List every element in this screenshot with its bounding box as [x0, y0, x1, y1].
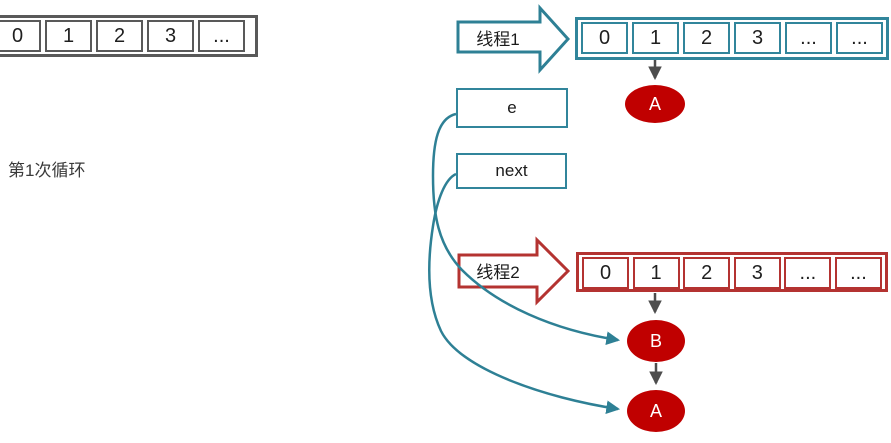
loop-caption: 第1次循环	[8, 161, 86, 180]
node-B-thread2: B	[627, 320, 685, 362]
array-cell: 0	[0, 20, 41, 52]
array-cell: 2	[683, 22, 730, 54]
array-cell: 3	[733, 257, 781, 289]
array-cell: 2	[96, 20, 143, 52]
thread2-label: 线程2	[476, 263, 520, 282]
node-A-thread1: A	[625, 85, 685, 123]
array-cell: 1	[45, 20, 92, 52]
array-cell: 2	[683, 257, 731, 289]
initial-array: 0 1 2 3 ...	[0, 15, 258, 57]
array-cell: 0	[582, 257, 629, 289]
curve-e-to-B	[431, 112, 621, 346]
array-cell: ...	[834, 257, 882, 289]
array-cell: 1	[632, 22, 679, 54]
array-cell: 3	[734, 22, 781, 54]
array-cell: ...	[785, 22, 832, 54]
pointer-box-e: e	[456, 88, 568, 128]
pointer-box-next: next	[456, 153, 567, 189]
array-cell: 3	[147, 20, 194, 52]
node-A-thread2: A	[627, 390, 685, 432]
array-cell: 0	[581, 22, 628, 54]
array-cell: ...	[198, 20, 245, 52]
thread1-array: 0 1 2 3 ... ...	[575, 17, 889, 60]
array-cell: 1	[632, 257, 680, 289]
thread1-label: 线程1	[476, 30, 520, 49]
array-cell: ...	[836, 22, 883, 54]
array-cell: ...	[784, 257, 832, 289]
thread2-array: 0 1 2 3 ... ...	[576, 252, 888, 292]
